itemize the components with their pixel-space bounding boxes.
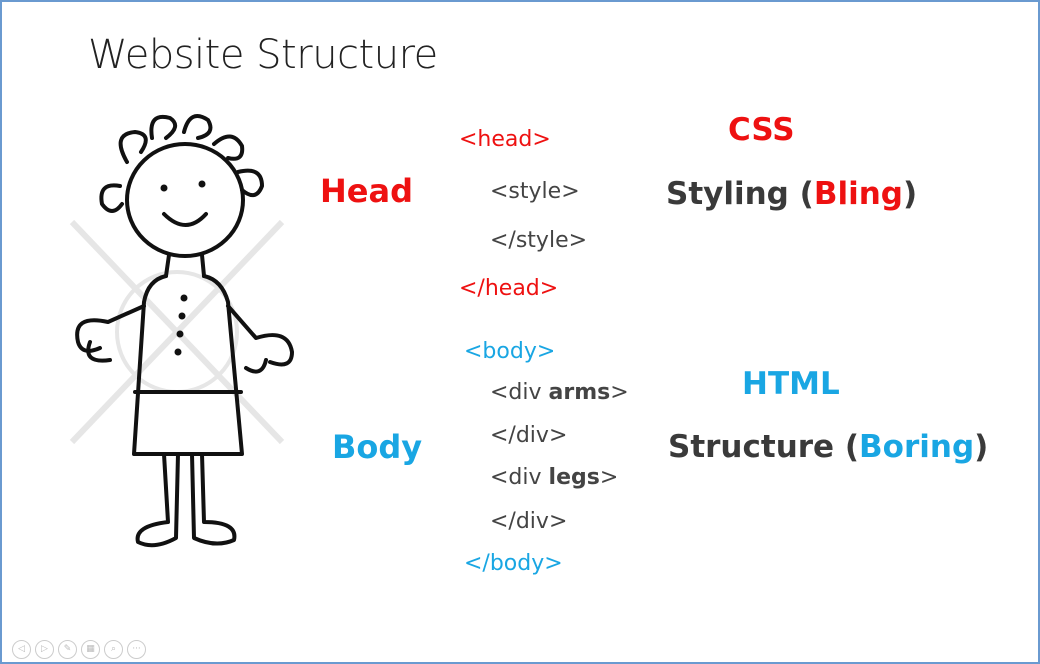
div-open-prefix: <div: [490, 380, 549, 405]
div-open-suffix: >: [610, 380, 629, 405]
css-description: Styling (Bling): [666, 176, 917, 212]
code-body-open: <body>: [464, 339, 556, 364]
arms-keyword: arms: [548, 380, 611, 405]
html-desc-after: ): [974, 429, 989, 465]
code-div-legs: <div legs>: [490, 465, 618, 490]
html-desc-before: Structure (: [668, 429, 860, 465]
slideshow-controls: ◁ ▷ ✎ ▦ ⌕ ···: [12, 640, 146, 659]
code-div-close-2: </div>: [490, 509, 568, 534]
code-head-open: <head>: [459, 127, 551, 152]
code-style-open: <style>: [490, 179, 580, 204]
slide-title: Website Structure: [88, 32, 438, 78]
more-options-icon[interactable]: ···: [127, 640, 146, 659]
next-slide-icon[interactable]: ▷: [35, 640, 54, 659]
div-open-prefix: <div: [490, 465, 549, 490]
css-desc-emphasis: Bling: [813, 176, 903, 212]
stick-figure-illustration: [69, 114, 294, 548]
div-open-suffix: >: [599, 465, 619, 490]
code-body-close: </body>: [464, 551, 563, 576]
html-desc-emphasis: Boring: [859, 429, 975, 465]
css-desc-after: ): [902, 176, 918, 212]
html-description: Structure (Boring): [668, 429, 988, 465]
zoom-icon[interactable]: ⌕: [104, 640, 123, 659]
body-label: Body: [332, 428, 423, 466]
head-label: Head: [320, 172, 413, 210]
code-head-close: </head>: [459, 276, 559, 301]
all-slides-icon[interactable]: ▦: [81, 640, 100, 659]
css-desc-before: Styling (: [666, 176, 814, 212]
html-heading: HTML: [742, 366, 840, 402]
code-style-close: </style>: [490, 228, 588, 253]
previous-slide-icon[interactable]: ◁: [12, 640, 31, 659]
legs-keyword: legs: [548, 465, 600, 490]
code-div-close-1: </div>: [490, 423, 568, 448]
css-heading: CSS: [728, 112, 795, 148]
code-div-arms: <div arms>: [490, 380, 629, 405]
pen-icon[interactable]: ✎: [58, 640, 77, 659]
